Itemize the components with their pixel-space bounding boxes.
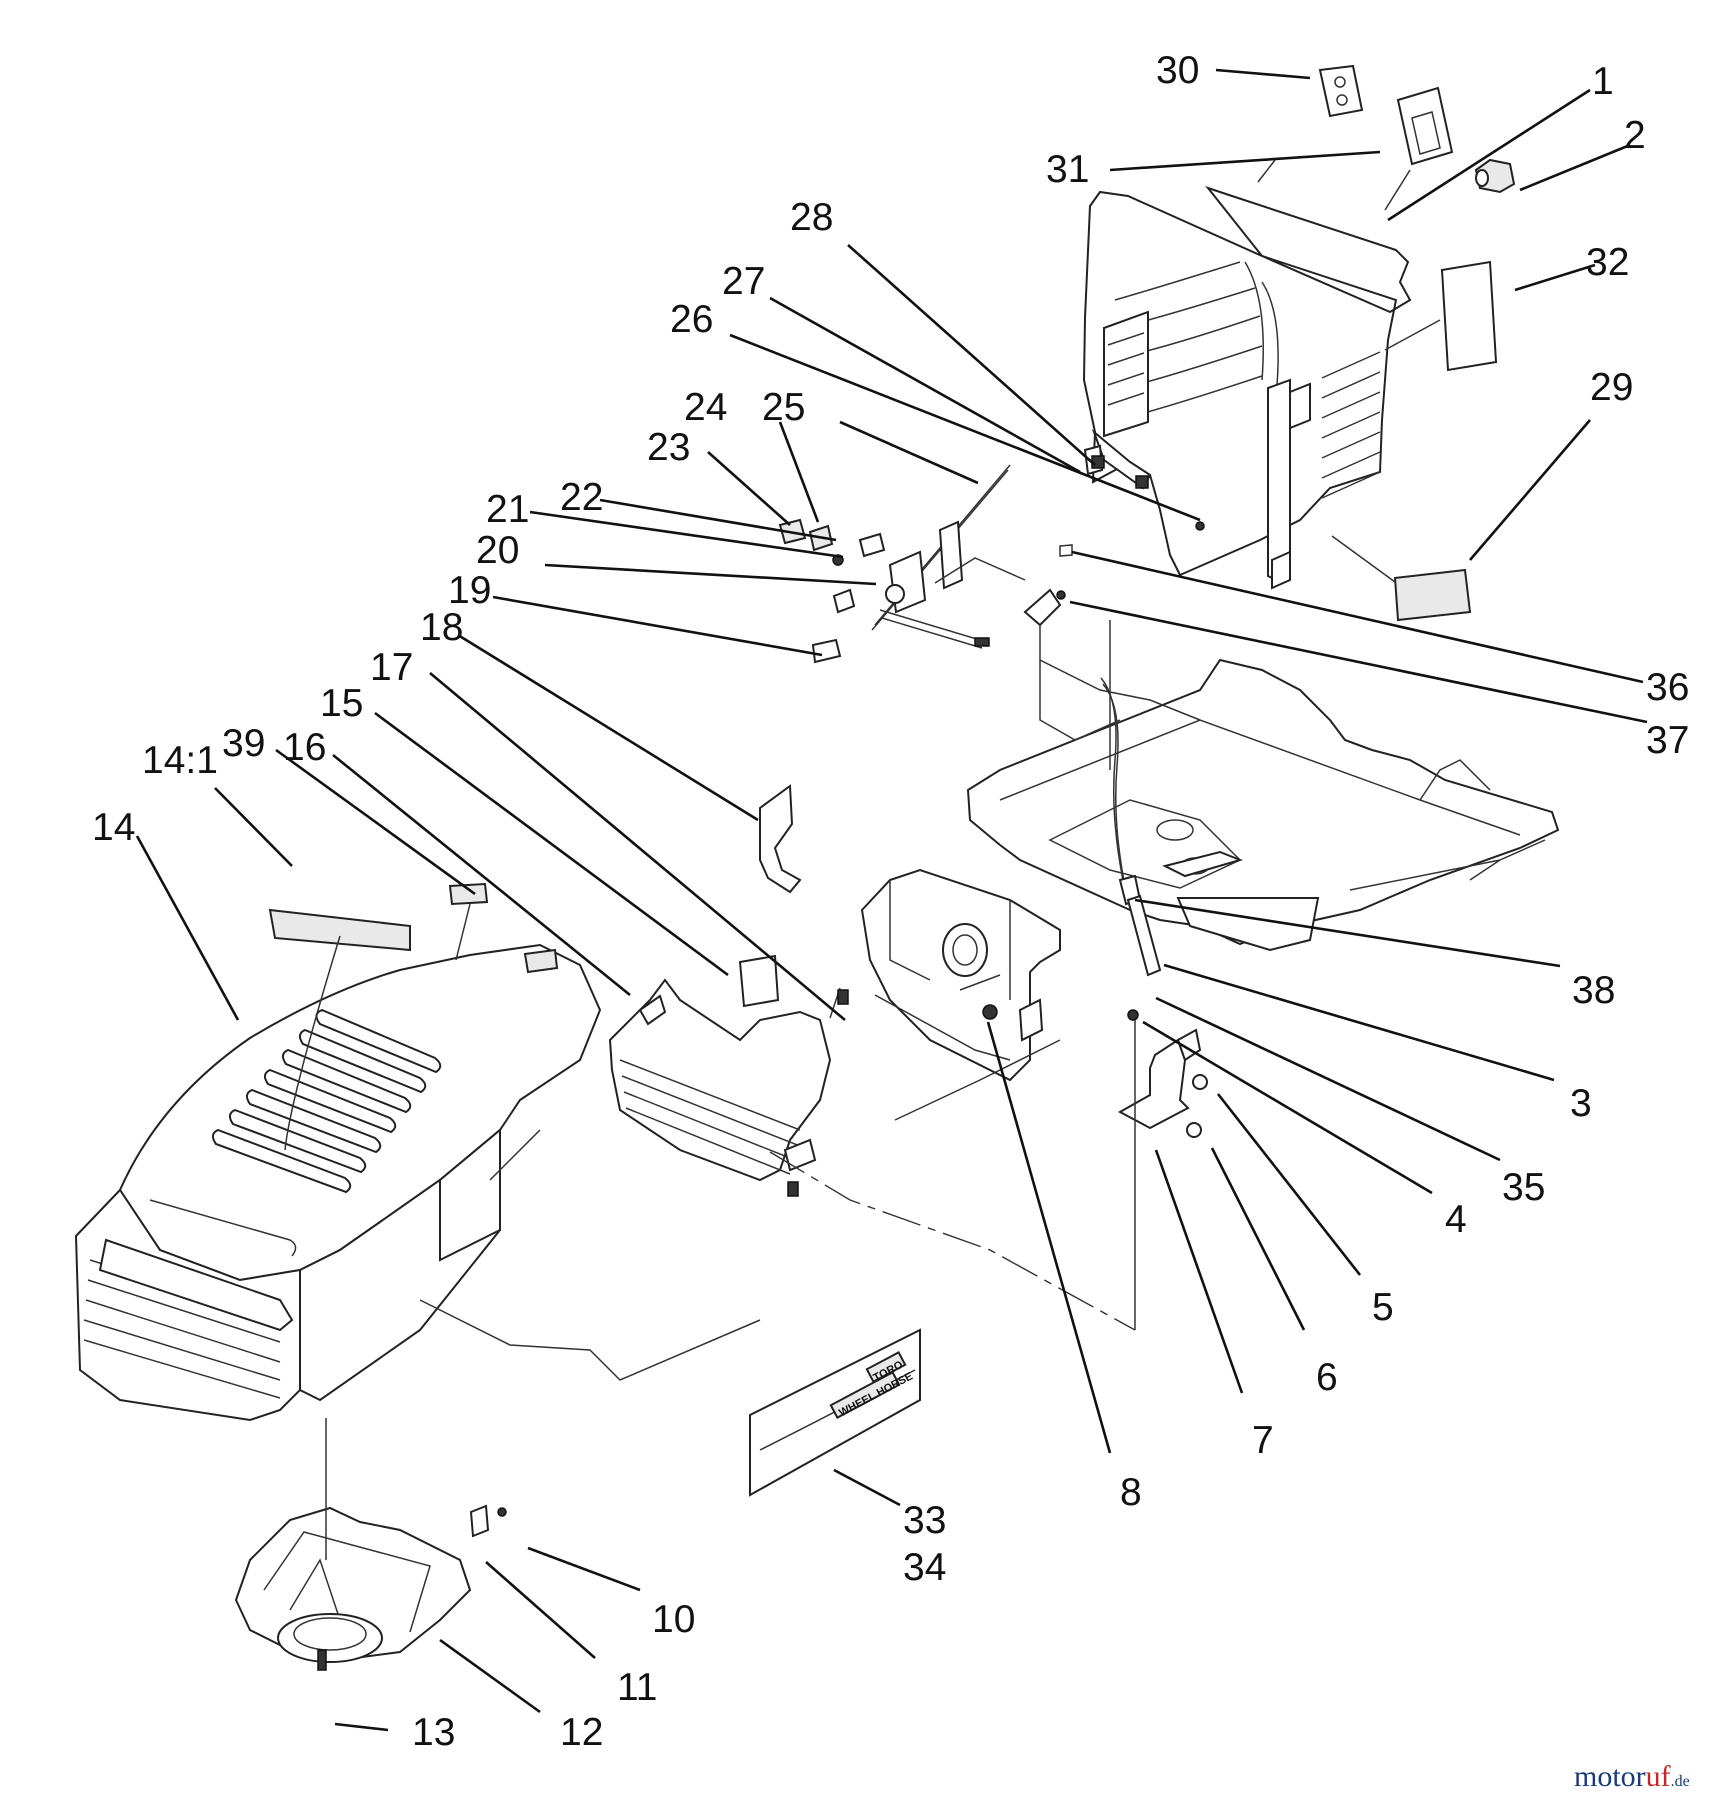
callout-1: 1 — [1592, 60, 1614, 103]
callout-11: 11 — [617, 1666, 658, 1709]
callout-14-1: 14:1 — [142, 739, 218, 782]
callout-15: 15 — [320, 682, 363, 725]
callout-12: 12 — [560, 1711, 603, 1754]
callout-18: 18 — [420, 606, 463, 649]
seat-pan-part — [966, 658, 1560, 952]
callout-16: 16 — [283, 726, 326, 769]
callout-8: 8 — [1120, 1471, 1142, 1514]
callout-6: 6 — [1316, 1356, 1338, 1399]
callout-30: 30 — [1156, 49, 1199, 92]
callout-31: 31 — [1046, 148, 1089, 191]
hood-part — [74, 882, 602, 1422]
decal-30-part — [1318, 64, 1364, 118]
callout-37: 37 — [1646, 719, 1689, 762]
bracket-36-37-part — [1023, 588, 1201, 770]
decal-31-part — [1396, 86, 1454, 166]
callout-26: 26 — [670, 298, 713, 341]
callout-34: 34 — [903, 1546, 946, 1589]
callout-5: 5 — [1372, 1286, 1394, 1329]
dash-bracket-part — [860, 868, 1061, 1082]
callout-labels: 30 1 2 31 32 28 27 26 29 24 25 23 21 22 … — [92, 49, 1689, 1754]
callout-35: 35 — [1502, 1166, 1545, 1209]
callout-29: 29 — [1590, 366, 1633, 409]
decal-33-34-part — [749, 1328, 921, 1497]
callout-28: 28 — [790, 196, 833, 239]
panel-15-part — [738, 954, 780, 1008]
watermark-logo: motoruf.de — [1574, 1760, 1690, 1793]
callout-2: 2 — [1624, 114, 1646, 157]
bracket-lower-part — [1117, 1009, 1208, 1330]
callout-3: 3 — [1570, 1082, 1592, 1125]
callout-10: 10 — [652, 1598, 695, 1641]
seat-part — [1082, 185, 1412, 590]
callout-33: 33 — [903, 1499, 946, 1542]
leader-lines — [135, 68, 1648, 1732]
callout-7: 7 — [1252, 1419, 1274, 1462]
callout-20: 20 — [476, 529, 519, 572]
knob-part — [1474, 158, 1516, 194]
callout-14: 14 — [92, 806, 135, 849]
callout-27: 27 — [722, 260, 765, 303]
callout-21: 21 — [486, 488, 529, 531]
callout-22: 22 — [560, 476, 603, 519]
shaft-assembly-part — [778, 464, 1205, 664]
cable-38-part — [1100, 677, 1162, 977]
callout-19: 19 — [448, 569, 491, 612]
callout-13: 13 — [412, 1711, 455, 1754]
callout-36: 36 — [1646, 666, 1689, 709]
grille-part — [608, 978, 849, 1197]
callout-38: 38 — [1572, 969, 1615, 1012]
svg-text:motoruf.de: motoruf.de — [1574, 1760, 1690, 1793]
callout-25: 25 — [762, 386, 805, 429]
decal-32-part — [1440, 260, 1498, 372]
support-12-part — [234, 1418, 507, 1671]
callout-23: 23 — [647, 426, 690, 469]
callout-4: 4 — [1445, 1198, 1467, 1241]
callout-39: 39 — [222, 722, 265, 765]
assembly-lines — [419, 159, 1441, 1381]
callout-24: 24 — [684, 386, 727, 429]
bracket-18-part — [759, 784, 802, 894]
callout-32: 32 — [1586, 241, 1629, 284]
callout-17: 17 — [370, 646, 413, 689]
decal-29-part — [1393, 568, 1472, 622]
